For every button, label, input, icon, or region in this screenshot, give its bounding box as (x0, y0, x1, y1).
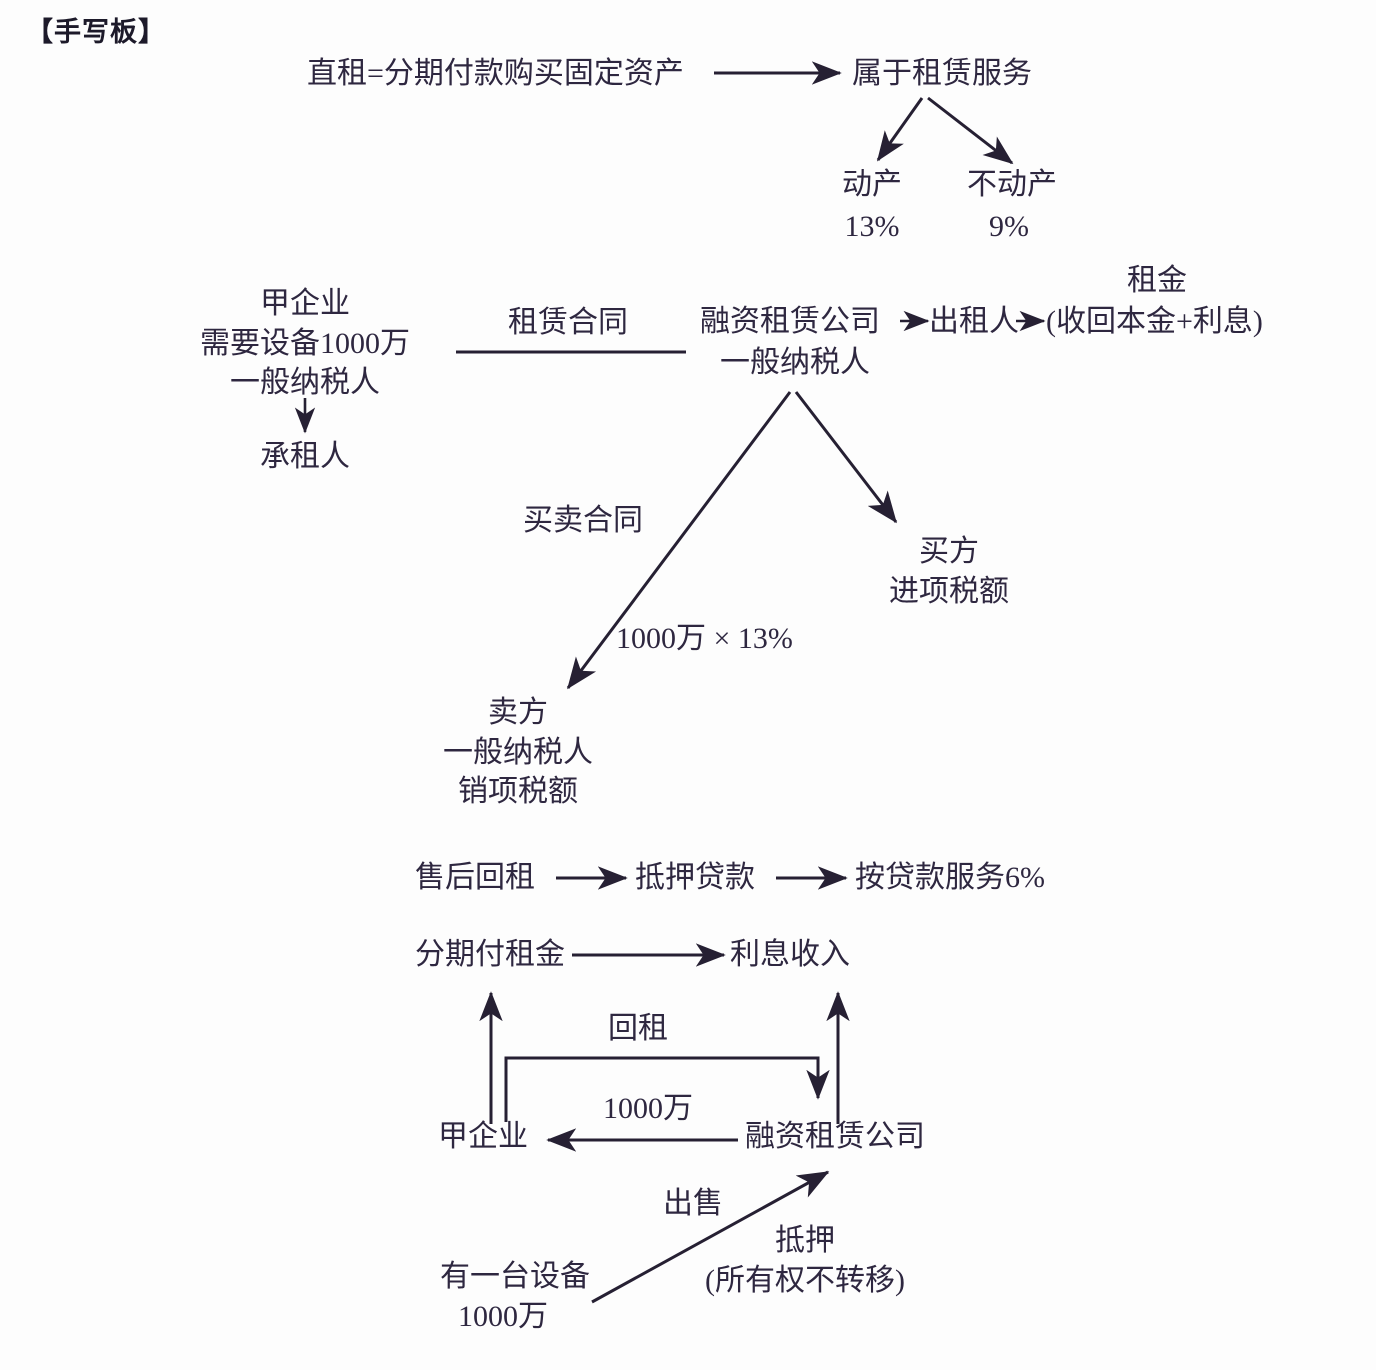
label-lessee-company: 甲企业 (260, 287, 350, 320)
label-movable-property: 动产 (842, 168, 902, 201)
label-leaseback-amount: 1000万 (603, 1092, 693, 1125)
label-lease-contract: 租赁合同 (508, 306, 628, 339)
label-rent-title: 租金 (1127, 264, 1187, 297)
arrow-lessor-to-buyer (794, 391, 898, 524)
label-immovable-property: 不动产 (967, 168, 1057, 201)
label-lessor-taxpayer-type: 一般纳税人 (720, 346, 870, 379)
label-tax-formula: 1000万 × 13% (616, 622, 793, 655)
label-seller-output-tax: 销项税额 (458, 775, 578, 808)
label-buyer-input-tax: 进项税额 (889, 575, 1009, 608)
label-loan-service-rate: 按贷款服务6% (855, 861, 1045, 894)
label-lease-service: 属于租赁服务 (852, 57, 1032, 90)
label-mortgage-note: (所有权不转移) (705, 1264, 905, 1297)
label-immovable-rate: 9% (989, 210, 1029, 243)
label-rent-formula: (收回本金+利息) (1046, 305, 1263, 338)
label-sale-contract: 买卖合同 (523, 504, 643, 537)
label-equipment-value: 1000万 (458, 1300, 548, 1333)
label-lessee-taxpayer-type: 一般纳税人 (230, 366, 380, 399)
label-lessee-role: 承租人 (260, 440, 350, 473)
label-sell-action: 出售 (663, 1187, 723, 1220)
label-sale-leaseback: 售后回租 (415, 861, 535, 894)
label-mortgage-loan: 抵押贷款 (635, 861, 755, 894)
label-lessor-role: 出租人 (929, 305, 1019, 338)
label-lessee-equipment-need: 需要设备1000万 (200, 327, 410, 360)
label-leaseback-loop: 回租 (608, 1012, 668, 1045)
label-installment-rent: 分期付租金 (415, 938, 565, 971)
label-buyer: 买方 (919, 535, 979, 568)
label-party-right-lessor: 融资租赁公司 (745, 1120, 925, 1153)
arrow-service-to-immovable (927, 96, 1014, 165)
label-movable-rate: 13% (844, 210, 900, 243)
label-direct-lease-source: 直租=分期付款购买固定资产 (307, 57, 684, 90)
label-seller-taxpayer-type: 一般纳税人 (443, 736, 593, 769)
label-party-left-company: 甲企业 (438, 1120, 528, 1153)
label-lessor-company: 融资租赁公司 (700, 305, 880, 338)
label-equipment: 有一台设备 (440, 1260, 590, 1293)
label-seller: 卖方 (488, 696, 548, 729)
arrow-service-to-movable (876, 97, 924, 162)
page-title: 【手写板】 (26, 17, 166, 47)
label-mortgage-action: 抵押 (775, 1224, 835, 1257)
label-interest-income: 利息收入 (730, 938, 850, 971)
